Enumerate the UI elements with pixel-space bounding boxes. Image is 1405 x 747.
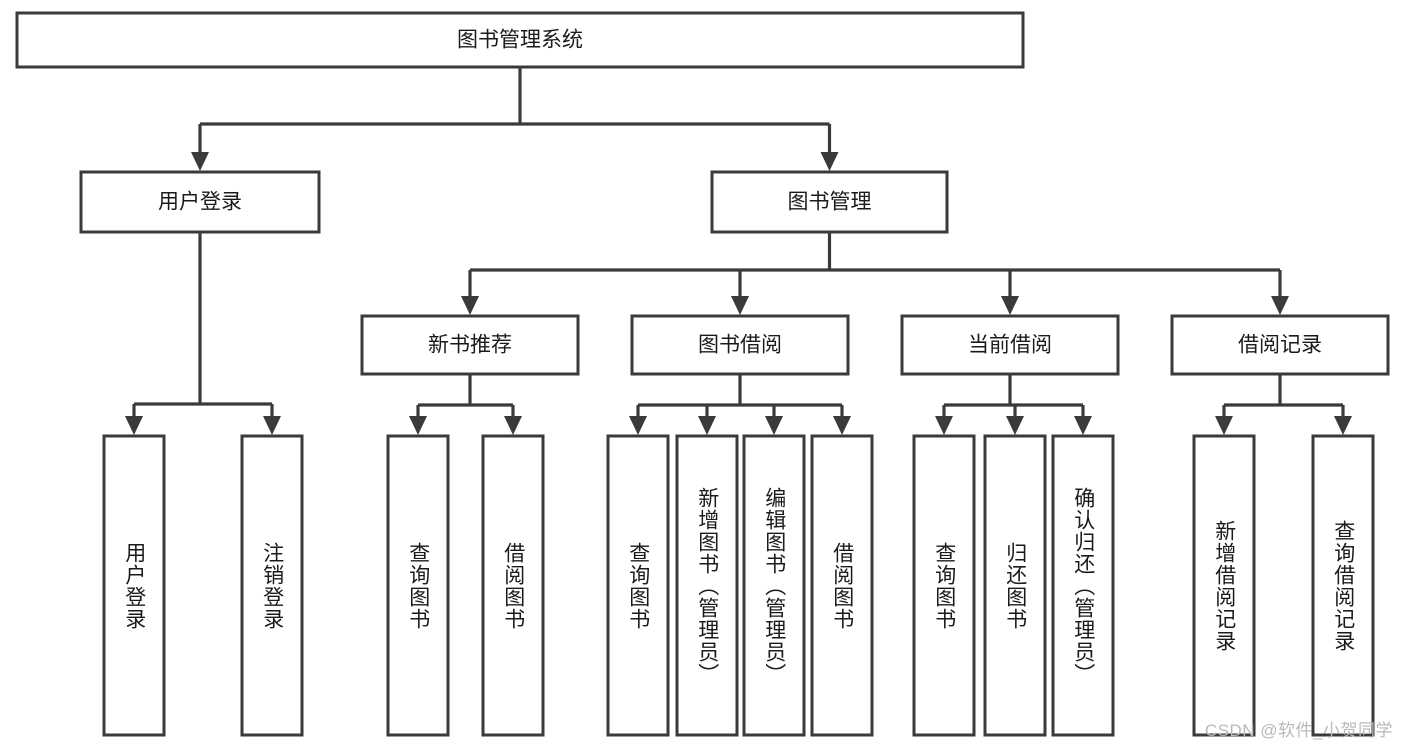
node-box-leaf-leaf-query-book-3[interactable]: [912, 434, 976, 737]
arrow-head-icon: [461, 296, 479, 315]
node-box-root[interactable]: [15, 11, 1025, 69]
node-box-leaf-leaf-query-book-1[interactable]: [386, 434, 450, 737]
arrow-head-icon: [191, 152, 209, 171]
node-box-level3-new-book-recommend[interactable]: [360, 314, 580, 376]
watermark-credit: CSDN @软件_小贺同学: [1204, 721, 1393, 740]
node-label-level3-new-book-recommend: 新书推荐: [428, 334, 512, 357]
node-box-leaf-leaf-borrow-book-2[interactable]: [810, 434, 874, 737]
arrow-head-icon: [1074, 416, 1092, 435]
node-label-level2-book-management: 图书管理: [788, 191, 872, 214]
node-box-leaf-leaf-logout[interactable]: [240, 434, 304, 737]
arrow-head-icon: [504, 416, 522, 435]
arrow-head-icon: [1334, 416, 1352, 435]
arrow-head-icon: [263, 416, 281, 435]
node-box-level2-book-management[interactable]: [710, 170, 949, 234]
node-box-layer: [15, 11, 1390, 737]
node-box-leaf-leaf-return-book[interactable]: [983, 434, 1047, 737]
arrow-head-icon: [1271, 296, 1289, 315]
node-box-leaf-leaf-edit-book[interactable]: [742, 434, 806, 737]
arrow-head-icon: [833, 416, 851, 435]
arrow-head-icon: [1006, 416, 1024, 435]
arrow-head-icon: [629, 416, 647, 435]
node-box-leaf-leaf-query-book-2[interactable]: [606, 434, 670, 737]
node-label-root: 图书管理系统: [457, 29, 583, 52]
arrow-head-icon: [820, 152, 839, 171]
node-label-level2-user-login: 用户登录: [158, 191, 242, 214]
arrow-head-icon: [409, 416, 427, 435]
node-box-leaf-leaf-user-login[interactable]: [102, 434, 166, 737]
arrow-head-icon: [125, 416, 143, 435]
arrow-head-icon: [765, 416, 783, 435]
node-box-leaf-leaf-add-book[interactable]: [675, 434, 739, 737]
arrow-head-icon: [731, 296, 749, 315]
node-box-leaf-leaf-add-record[interactable]: [1192, 434, 1256, 737]
node-box-leaf-leaf-confirm-return[interactable]: [1051, 434, 1115, 737]
connector-layer: [125, 67, 1352, 435]
node-box-level3-book-borrow[interactable]: [630, 314, 850, 376]
node-label-level3-book-borrow: 图书借阅: [698, 334, 782, 357]
node-box-leaf-leaf-borrow-book-1[interactable]: [481, 434, 545, 737]
node-label-level3-current-borrow: 当前借阅: [968, 334, 1052, 357]
node-box-level3-borrow-record[interactable]: [1170, 314, 1390, 376]
node-label-level3-borrow-record: 借阅记录: [1238, 334, 1322, 357]
arrow-head-icon: [698, 416, 716, 435]
arrow-head-icon: [935, 416, 953, 435]
node-box-level3-current-borrow[interactable]: [900, 314, 1120, 376]
arrow-head-icon: [1001, 296, 1019, 315]
node-box-level2-user-login[interactable]: [79, 170, 321, 234]
arrow-head-icon: [1215, 416, 1233, 435]
node-box-leaf-leaf-query-record[interactable]: [1311, 434, 1375, 737]
